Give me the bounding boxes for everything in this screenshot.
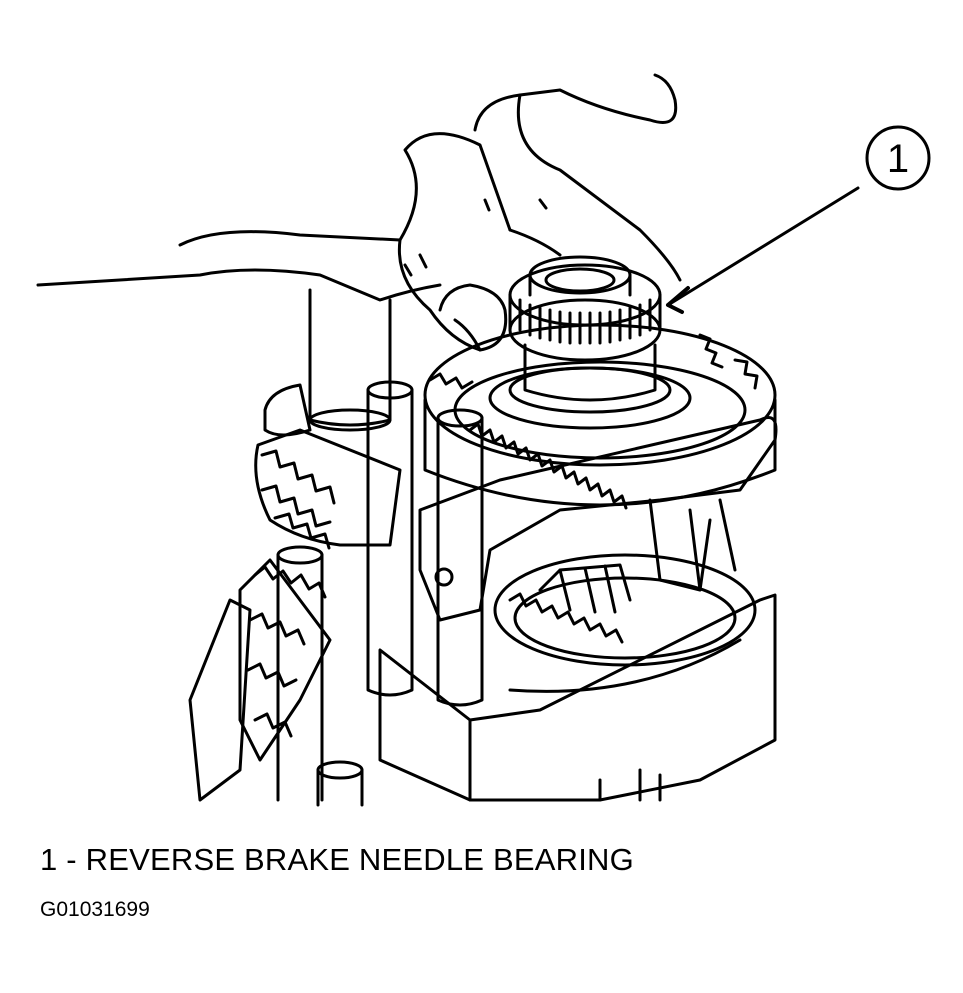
callout-bubble: 1: [865, 125, 931, 191]
clutch-drum: [423, 323, 777, 510]
legend: 1 - REVERSE BRAKE NEEDLE BEARING: [40, 842, 634, 878]
transmission-illustration: 1: [36, 73, 931, 807]
figure-id: G01031699: [40, 898, 150, 921]
left-helical-gear: [254, 383, 402, 550]
shift-fork: [418, 416, 778, 622]
legend-item-number: 1: [40, 842, 58, 877]
legend-item-separator: -: [66, 842, 77, 877]
lower-left-gear: [188, 558, 332, 802]
callout-number: 1: [887, 137, 909, 181]
input-shaft: [308, 288, 392, 432]
callout-leader: [666, 186, 860, 314]
reverse-brake-needle-bearing: [508, 255, 662, 362]
reverse-brake-hub: [488, 343, 692, 430]
support-fixture: [378, 593, 777, 802]
technician-hand: [36, 73, 682, 352]
legend-item-label: REVERSE BRAKE NEEDLE BEARING: [85, 842, 634, 877]
shift-rails: [276, 380, 484, 807]
lower-synchro-gear: [493, 553, 757, 667]
